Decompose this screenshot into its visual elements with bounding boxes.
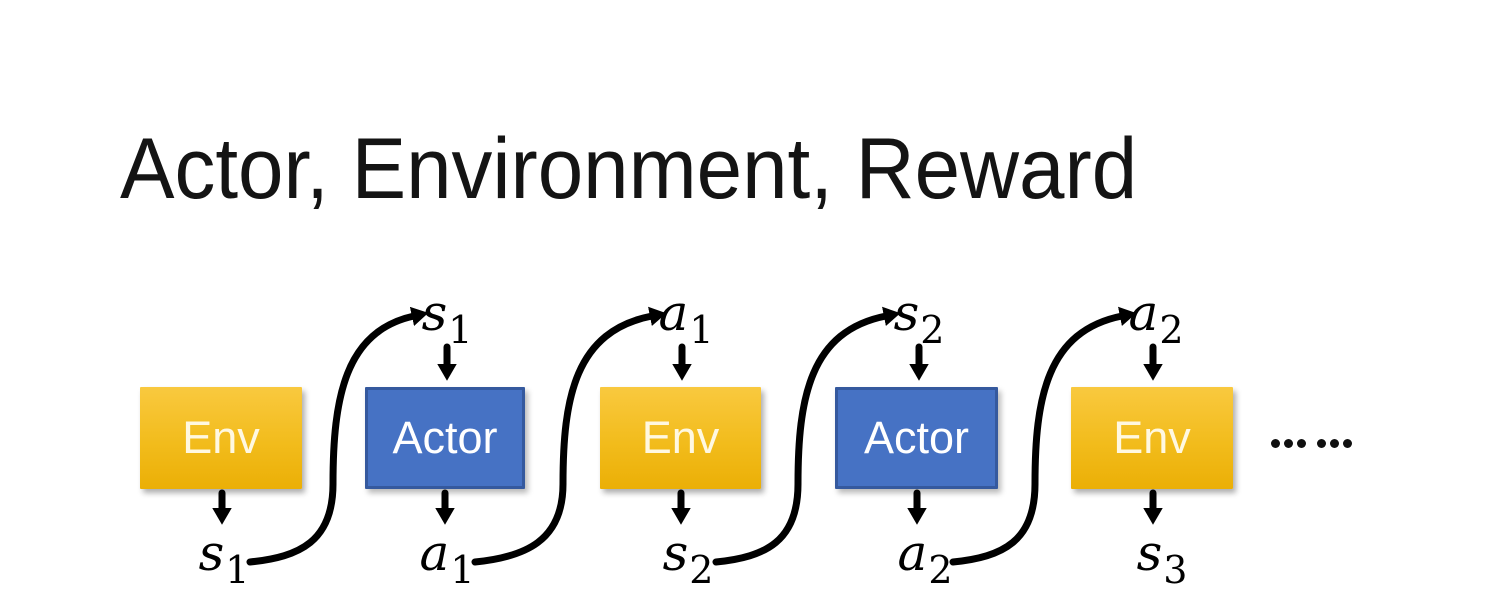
label-subscript: 3 [1163, 548, 1188, 592]
label-subscript: 1 [450, 548, 475, 592]
label-letter: s [198, 524, 225, 582]
dot [1343, 439, 1352, 448]
label-a1-top: a1 [659, 288, 714, 349]
curve-s1-to-actor-1 [246, 306, 429, 566]
actor-box-1-label: Actor [392, 412, 498, 463]
label-s1-top: s1 [422, 288, 473, 349]
label-subscript: 2 [920, 308, 945, 352]
dot [1330, 439, 1339, 448]
label-letter: s [421, 284, 448, 342]
dot [1317, 439, 1326, 448]
ellipsis-dots [1271, 439, 1352, 448]
label-letter: s [1136, 524, 1163, 582]
label-subscript: 2 [1159, 308, 1184, 352]
label-subscript: 2 [928, 548, 953, 592]
env-box-2-label: Env [641, 412, 720, 463]
env-box-3-label: Env [1113, 412, 1191, 463]
env-box-1: Env [140, 387, 302, 489]
env-box-2: Env [600, 387, 761, 489]
dot [1297, 439, 1306, 448]
label-subscript: 2 [689, 548, 714, 592]
actor-box-2: Actor [835, 387, 998, 489]
actor-box-1: Actor [365, 387, 525, 489]
label-letter: s [893, 284, 920, 342]
label-s1-bottom: s1 [199, 528, 250, 589]
label-a1-bottom: a1 [420, 528, 475, 589]
env-box-1-label: Env [182, 412, 260, 463]
label-a2-top: a2 [1129, 288, 1184, 349]
label-letter: a [658, 284, 689, 342]
label-a2-bottom: a2 [898, 528, 953, 589]
curve-a1-to-env-2 [471, 306, 667, 566]
actor-box-2-label: Actor [863, 412, 970, 463]
label-subscript: 1 [689, 308, 714, 352]
curve-s2-to-actor-2 [712, 306, 901, 566]
page-title: Actor, Environment, Reward [120, 121, 1138, 217]
label-letter: a [897, 524, 928, 582]
dot [1284, 439, 1293, 448]
env-box-3: Env [1071, 387, 1233, 489]
curve-a2-to-env-3 [949, 306, 1137, 566]
dot [1271, 439, 1280, 448]
label-subscript: 1 [448, 308, 473, 352]
label-s2-bottom: s2 [663, 528, 714, 589]
label-s2-top: s2 [894, 288, 945, 349]
label-letter: a [1128, 284, 1159, 342]
label-subscript: 1 [225, 548, 250, 592]
label-s3-bottom: s3 [1137, 528, 1188, 589]
label-letter: s [662, 524, 689, 582]
label-letter: a [419, 524, 450, 582]
